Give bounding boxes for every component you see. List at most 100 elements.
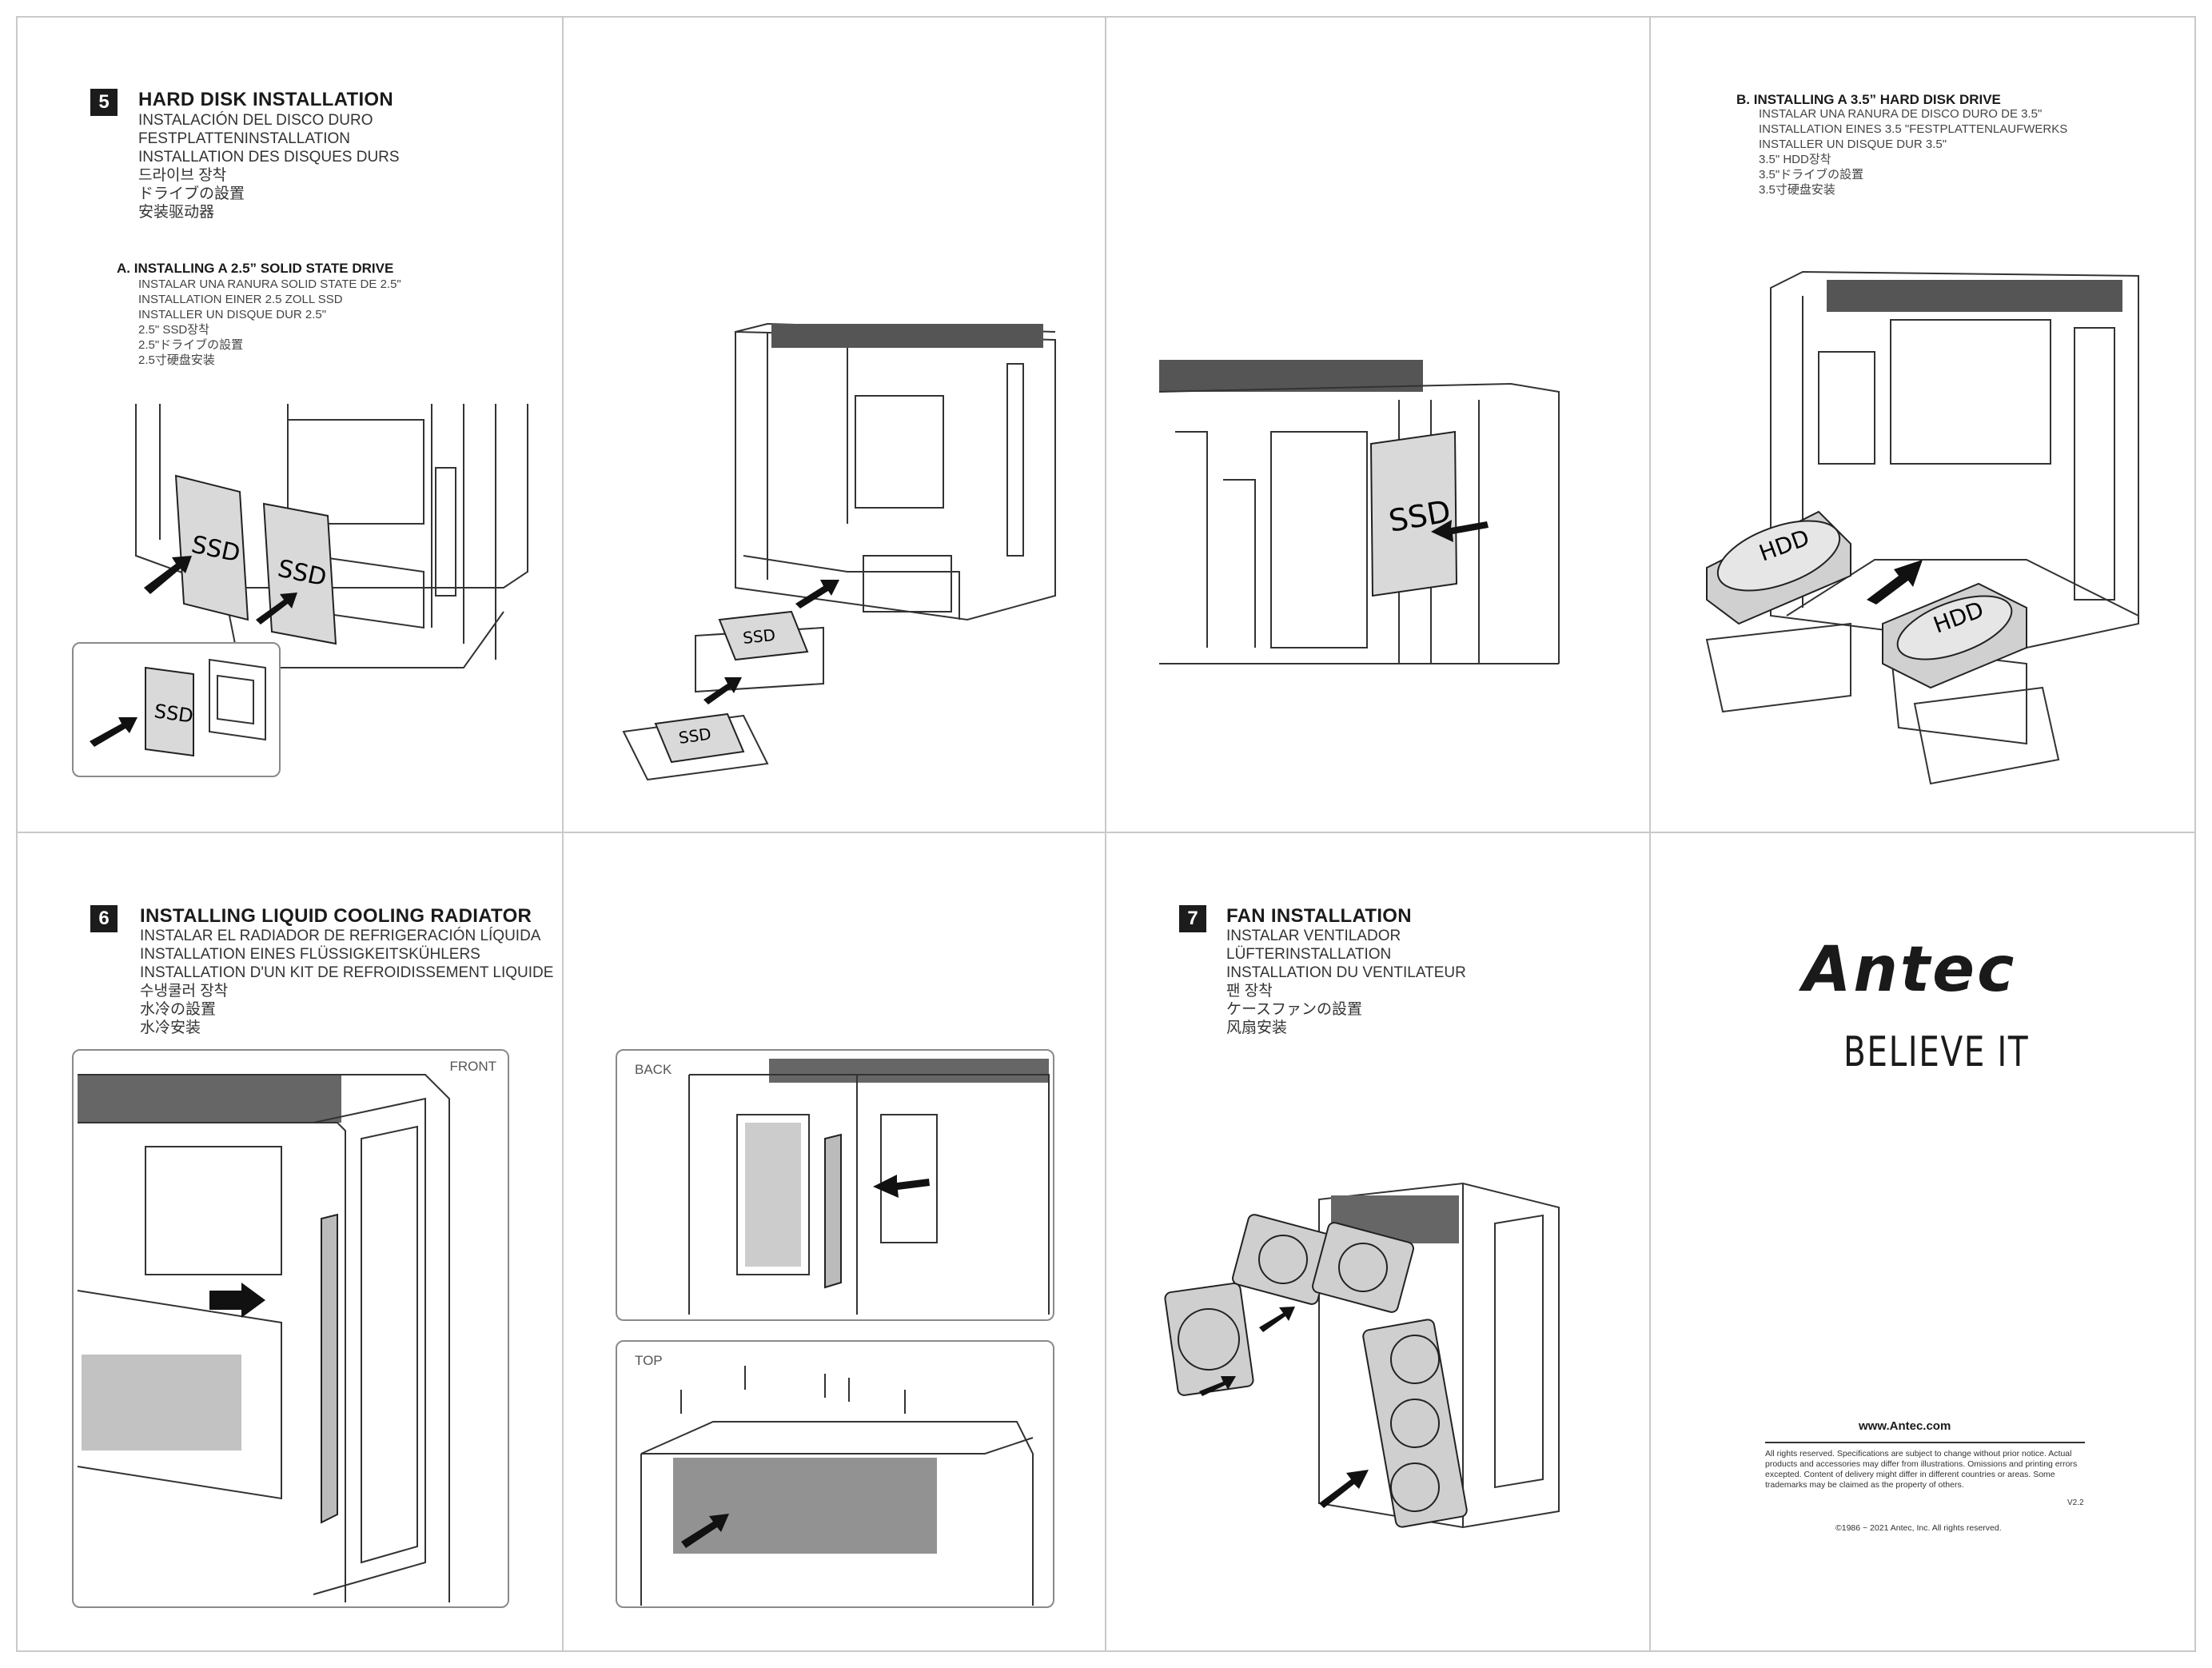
ssd-label: SSD [153,700,194,728]
translation-line: INSTALLATION DES DISQUES DURS [138,149,400,166]
page-border [16,16,2196,18]
arrow-icon [256,593,297,625]
translation-line: INSTALAR UNA RANURA SOLID STATE DE 2.5" [138,277,401,291]
ssd-bracket-detail: SSD [90,658,266,757]
subsection-translations: INSTALAR UNA RANURA SOLID STATE DE 2.5" … [138,277,401,368]
website-link[interactable]: www.Antec.com [1859,1419,1951,1433]
translation-line: ドライブの設置 [138,186,245,202]
arrow-icon [144,556,192,594]
translation-line: INSTALLER UN DISQUE DUR 2.5" [138,308,327,321]
arrow-icon [873,1175,930,1198]
legal-notice: All rights reserved. Specifications are … [1765,1449,2078,1490]
translation-line: 2.5"ドライブの設置 [138,338,244,352]
translation-line: INSTALLATION EINES FLÜSSIGKEITSKÜHLERS [140,946,480,963]
panel-divider [1105,16,1106,1652]
radiator [321,1213,338,1524]
translation-line: ケースファンの設置 [1226,1001,1363,1018]
arrow-icon [795,580,839,609]
arrow-icon [1867,560,1923,605]
translation-line: INSTALAR UNA RANURA DE DISCO DURO DE 3.5… [1759,107,2043,121]
view-label: FRONT [449,1059,496,1074]
front-view-box: FRONT [72,1049,509,1608]
arrow-icon [209,1283,265,1318]
subsection-translations: INSTALAR UNA RANURA DE DISCO DURO DE 3.5… [1759,106,2067,198]
top-mesh [771,324,1043,348]
translation-line: 수냉쿨러 장착 [140,983,229,1000]
version-number: V2.2 [2067,1498,2084,1507]
radiator [824,1133,842,1289]
section-title: FAN INSTALLATION [1226,905,1412,927]
translation-line: 3.5"ドライブの設置 [1759,168,1864,182]
top-mesh [1827,280,2122,312]
translation-line: 安装驱动器 [138,204,215,221]
arrow-icon [681,1514,729,1548]
top-mesh [769,1059,1049,1083]
panel-divider [562,16,564,1652]
translation-line: FESTPLATTENINSTALLATION [138,130,350,147]
translation-line: 2.5寸硬盘安装 [138,353,215,367]
translation-line: INSTALLATION D'UN KIT DE REFROIDISSEMENT… [140,964,554,981]
subsection-title: A. INSTALLING A 2.5” SOLID STATE DRIVE [117,261,394,276]
arrow-icon [1259,1307,1295,1332]
front-radiator-illustration [77,1074,450,1602]
translation-line: INSTALAR VENTILADOR [1226,928,1401,944]
ssd-label: SSD [677,724,712,748]
inset-detail-box: SSD [72,642,281,777]
panel-divider [16,832,2196,833]
step-number-badge: 6 [90,905,118,932]
ssd-label: SSD [742,625,776,648]
page-border [16,16,18,1652]
ssd-side-mount-illustration: SSD [1158,360,1560,664]
section-title: INSTALLING LIQUID COOLING RADIATOR [140,905,532,927]
translation-line: INSTALLATION EINES 3.5 "FESTPLATTENLAUFW… [1759,122,2068,136]
translation-line: INSTALLATION DU VENTILATEUR [1226,964,1466,981]
translation-line: INSTALAR EL RADIADOR DE REFRIGERACIÓN LÍ… [140,928,541,944]
arrow-icon [703,677,742,704]
top-radiator-illustration [640,1366,1034,1606]
page-border [2194,16,2196,1652]
section-translations: INSTALACIÓN DEL DISCO DURO FESTPLATTENIN… [138,111,400,221]
side-fan [1164,1282,1254,1396]
arrow-icon [90,717,138,747]
translation-line: LÜFTERINSTALLATION [1226,946,1392,963]
translation-line: 2.5" SSD장착 [138,323,209,337]
translation-line: INSTALLER UN DISQUE DUR 3.5" [1759,138,1947,151]
translation-line: 3.5寸硬盘安装 [1759,183,1835,197]
section-translations: INSTALAR VENTILADOR LÜFTERINSTALLATION I… [1226,927,1466,1037]
hdd-cage-illustration: HDD HDD [1705,270,2139,785]
translation-line: 风扇安装 [1226,1020,1288,1036]
top-mesh [78,1075,341,1123]
antec-logo: Antec [1803,934,2017,1006]
view-label: BACK [635,1062,672,1077]
translation-line: 水冷の設置 [140,1001,217,1018]
translation-line: 水冷安装 [140,1020,201,1036]
copyright-notice: ©1986 ~ 2021 Antec, Inc. All rights rese… [1835,1523,2002,1533]
subsection-title: B. INSTALLING A 3.5” HARD DISK DRIVE [1736,92,2001,107]
step-number-badge: 7 [1179,905,1206,932]
translation-line: INSTALLATION EINER 2.5 ZOLL SSD [138,293,343,306]
top-view-box: TOP [616,1340,1054,1608]
bottom-mesh [82,1355,241,1451]
section-title: HARD DISK INSTALLATION [138,89,394,110]
front-fans [1362,1319,1468,1528]
translation-line: 팬 장착 [1226,983,1273,1000]
legal-divider [1765,1442,2085,1443]
rear-mesh [745,1123,801,1267]
fan-installation-illustration [1164,1182,1560,1529]
translation-line: 3.5" HDD장착 [1759,153,1831,166]
translation-line: 드라이브 장착 [138,167,227,184]
translation-line: INSTALACIÓN DEL DISCO DURO [138,112,373,129]
tagline: BELIEVE IT [1843,1028,2030,1076]
top-fans [1232,1214,1414,1313]
panel-divider [1649,16,1651,1652]
top-mesh [673,1458,937,1554]
ssd-tray-illustration: SSD SSD [135,404,528,668]
arrow-icon [1431,520,1489,542]
case-ssd-cage-illustration: SSD SSD [622,322,1056,781]
arrow-icon [1319,1470,1369,1508]
back-radiator-illustration [688,1059,1050,1315]
step-number-badge: 5 [90,89,118,116]
ssd-drive [1369,430,1458,597]
arrow-icon [1199,1376,1236,1396]
view-label: TOP [635,1353,663,1368]
